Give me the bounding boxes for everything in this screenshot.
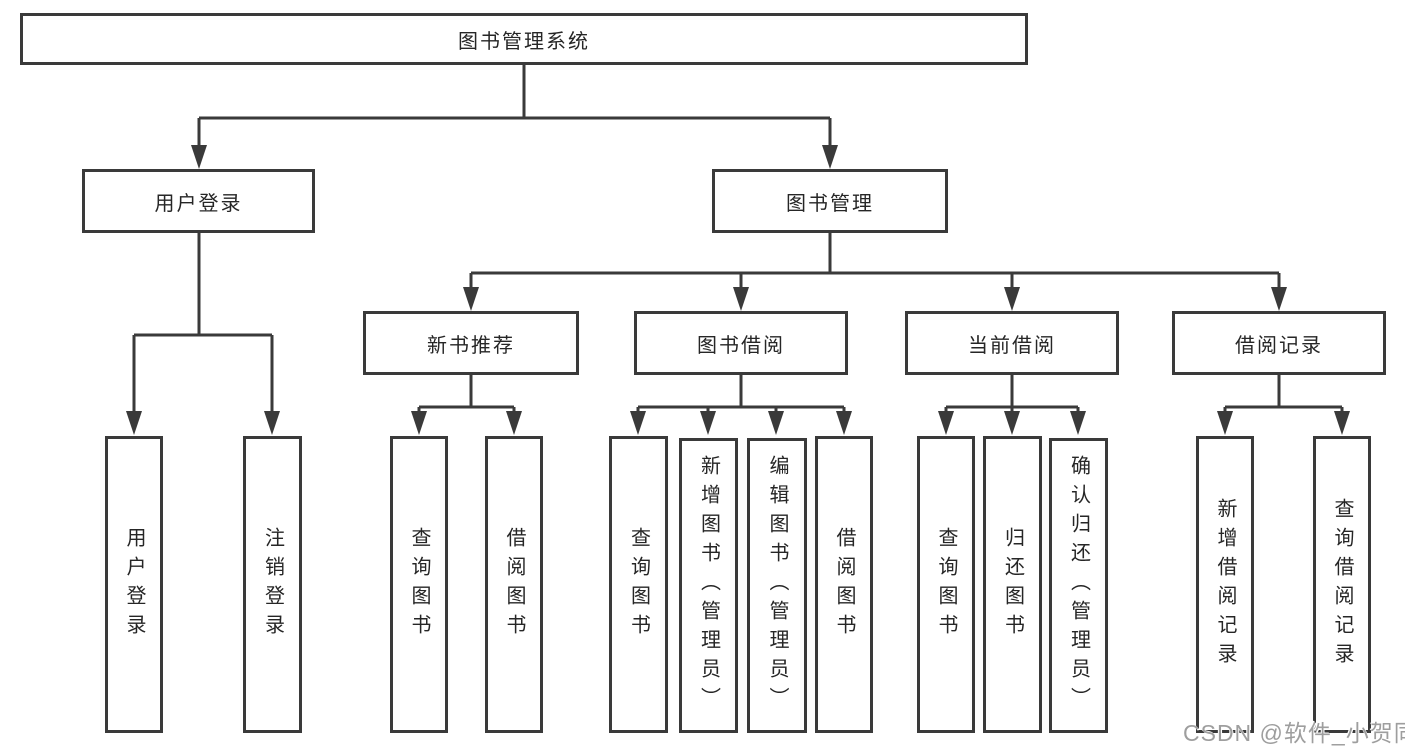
node-book-management: 图书管理 bbox=[712, 169, 948, 233]
node-current-borrowing: 当前借阅 bbox=[905, 311, 1119, 375]
node-label: 图书管理系统 bbox=[458, 30, 590, 53]
node-user-login: 用户登录 bbox=[82, 169, 315, 233]
node-label: 确认归还（管理员） bbox=[1067, 455, 1090, 716]
node-label: 查询图书 bbox=[408, 526, 430, 643]
node-label: 图书管理 bbox=[786, 192, 874, 215]
node-label: 归还图书 bbox=[1001, 526, 1024, 643]
node-label: 新增图书（管理员） bbox=[697, 455, 720, 716]
node-label: 借阅图书 bbox=[503, 526, 525, 643]
node-label: 查询借阅记录 bbox=[1331, 497, 1353, 672]
node-label: 图书借阅 bbox=[697, 334, 785, 357]
arrowheads bbox=[126, 145, 1350, 435]
node-book-borrowing: 图书借阅 bbox=[634, 311, 848, 375]
leaf-user-login: 用户登录 bbox=[105, 436, 163, 733]
leaf-query-books-2: 查询图书 bbox=[609, 436, 668, 733]
leaf-logout-login: 注销登录 bbox=[243, 436, 302, 733]
leaf-borrow-books-2: 借阅图书 bbox=[815, 436, 873, 733]
leaf-add-borrow-record: 新增借阅记录 bbox=[1196, 436, 1254, 733]
node-label: 新增借阅记录 bbox=[1214, 497, 1236, 672]
node-label: 新书推荐 bbox=[427, 334, 515, 357]
leaf-return-book: 归还图书 bbox=[983, 436, 1042, 733]
node-label: 查询图书 bbox=[935, 526, 957, 643]
csdn-watermark: CSDN @软件_小贺同学 bbox=[1183, 720, 1405, 746]
node-label: 查询图书 bbox=[627, 526, 650, 643]
leaf-query-books-3: 查询图书 bbox=[917, 436, 975, 733]
node-library-management-system: 图书管理系统 bbox=[20, 13, 1028, 65]
node-label: 用户登录 bbox=[123, 526, 145, 643]
leaf-confirm-return-admin: 确认归还（管理员） bbox=[1049, 438, 1108, 733]
node-label: 用户登录 bbox=[154, 192, 243, 215]
node-label: 编辑图书（管理员） bbox=[766, 455, 788, 716]
leaf-edit-book-admin: 编辑图书（管理员） bbox=[747, 438, 807, 733]
node-label: 当前借阅 bbox=[968, 334, 1056, 357]
node-label: 注销登录 bbox=[261, 526, 284, 643]
node-borrowing-records: 借阅记录 bbox=[1172, 311, 1386, 375]
leaf-query-books-1: 查询图书 bbox=[390, 436, 448, 733]
leaf-add-book-admin: 新增图书（管理员） bbox=[679, 438, 738, 733]
leaf-borrow-books-1: 借阅图书 bbox=[485, 436, 543, 733]
node-new-book-recommend: 新书推荐 bbox=[363, 311, 579, 375]
node-label: 借阅图书 bbox=[833, 526, 855, 643]
leaf-query-borrow-record: 查询借阅记录 bbox=[1313, 436, 1371, 733]
node-label: 借阅记录 bbox=[1235, 334, 1323, 357]
